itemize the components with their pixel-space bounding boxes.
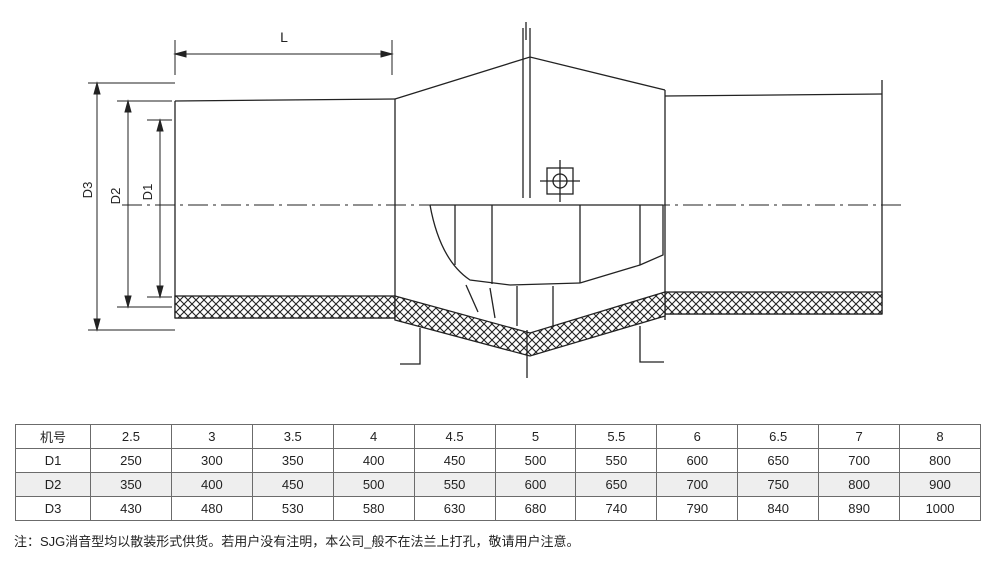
left-duct xyxy=(174,98,396,320)
table-cell: 3 xyxy=(170,424,253,449)
table-cell: 6.5 xyxy=(737,424,820,449)
table-cell: 790 xyxy=(656,496,739,521)
table-cell: 600 xyxy=(656,448,739,473)
table-row-label: D1 xyxy=(15,448,91,473)
dimension-d1-label: D1 xyxy=(140,184,155,201)
table-row: D1 250 300 350 400 450 500 550 600 650 7… xyxy=(15,448,981,473)
table-header-row: 机号 2.5 3 3.5 4 4.5 5 5.5 6 6.5 7 8 xyxy=(15,424,981,449)
table-cell: 450 xyxy=(251,472,334,497)
table-cell: 450 xyxy=(413,448,496,473)
table-cell: 500 xyxy=(332,472,415,497)
central-v-insulation xyxy=(394,291,666,357)
table-cell: 650 xyxy=(575,472,658,497)
table-cell: 530 xyxy=(251,496,334,521)
table-cell: 740 xyxy=(575,496,658,521)
dimension-d2 xyxy=(117,99,172,309)
table-cell: 480 xyxy=(170,496,253,521)
dimension-d2-label: D2 xyxy=(108,188,123,205)
table-cell: 350 xyxy=(251,448,334,473)
central-body xyxy=(394,22,666,378)
left-duct-insulation xyxy=(174,295,396,319)
adjuster-handle xyxy=(540,160,580,202)
table-cell: 800 xyxy=(818,472,901,497)
table-row-label: D3 xyxy=(15,496,91,521)
table-cell: 840 xyxy=(737,496,820,521)
table-row-label: D2 xyxy=(15,472,91,497)
table-row: D3 430 480 530 580 630 680 740 790 840 8… xyxy=(15,496,981,521)
table-cell: 890 xyxy=(818,496,901,521)
table-cell: 5.5 xyxy=(575,424,658,449)
table-cell: 350 xyxy=(90,472,172,497)
table-cell: 680 xyxy=(494,496,577,521)
table-cell: 500 xyxy=(494,448,577,473)
dimension-d3 xyxy=(88,81,175,332)
table-cell: 2.5 xyxy=(90,424,172,449)
table-cell: 3.5 xyxy=(251,424,334,449)
right-duct-insulation xyxy=(664,291,883,315)
table-cell: 8 xyxy=(899,424,981,449)
dimension-d1 xyxy=(147,118,172,299)
table-row: D2 350 400 450 500 550 600 650 700 750 8… xyxy=(15,472,981,497)
table-cell: 4.5 xyxy=(413,424,496,449)
dimension-l-label: L xyxy=(280,29,288,45)
table-cell: 400 xyxy=(332,448,415,473)
table-cell: 6 xyxy=(656,424,739,449)
dimension-l xyxy=(173,40,394,75)
dimension-d3-label: D3 xyxy=(80,182,95,199)
table-cell: 400 xyxy=(170,472,253,497)
table-cell: 7 xyxy=(818,424,901,449)
table-cell: 750 xyxy=(737,472,820,497)
table-cell: 550 xyxy=(413,472,496,497)
spec-table: 机号 2.5 3 3.5 4 4.5 5 5.5 6 6.5 7 8 D1 25… xyxy=(15,424,981,521)
table-cell: 300 xyxy=(170,448,253,473)
table-cell: 4 xyxy=(332,424,415,449)
table-cell: 250 xyxy=(90,448,172,473)
footnote: 注：SJG消音型均以散装形式供货。若用户没有注明，本公司_般不在法兰上打孔，敬请… xyxy=(14,534,580,549)
table-cell: 800 xyxy=(899,448,981,473)
table-cell: 5 xyxy=(494,424,577,449)
table-cell: 630 xyxy=(413,496,496,521)
table-cell: 650 xyxy=(737,448,820,473)
table-cell: 550 xyxy=(575,448,658,473)
table-cell: 430 xyxy=(90,496,172,521)
table-cell: 900 xyxy=(899,472,981,497)
table-cell: 700 xyxy=(818,448,901,473)
table-row-label: 机号 xyxy=(15,424,91,449)
table-cell: 700 xyxy=(656,472,739,497)
table-cell: 1000 xyxy=(899,496,981,521)
table-cell: 600 xyxy=(494,472,577,497)
silencer-technical-drawing: L D1 D2 D3 xyxy=(80,22,905,378)
right-duct xyxy=(664,80,883,320)
table-cell: 580 xyxy=(332,496,415,521)
